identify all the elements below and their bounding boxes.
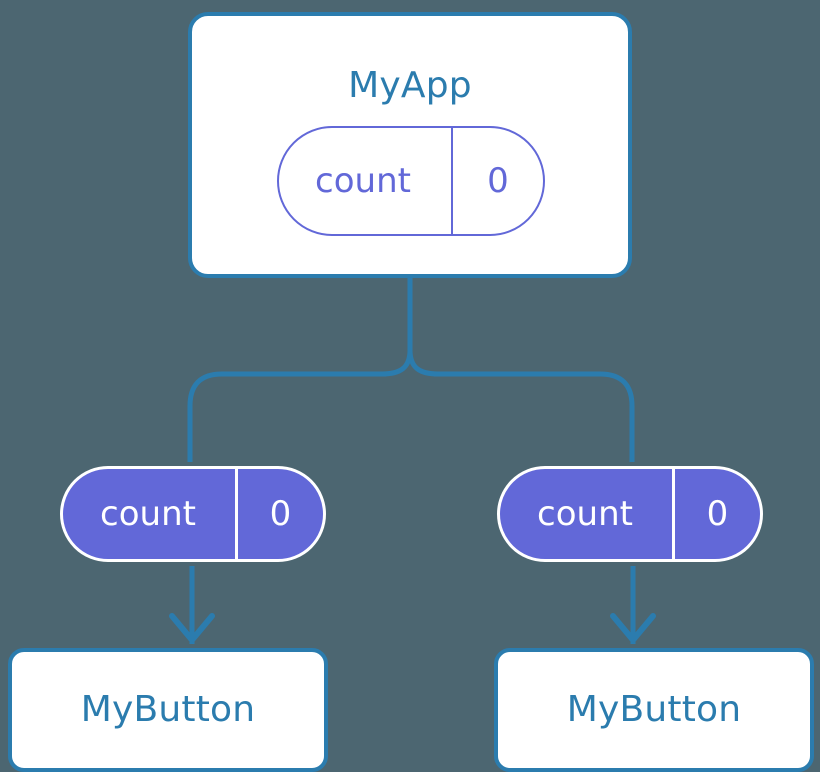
component-box-mybutton-left[interactable]: MyButton	[8, 648, 328, 772]
arrow-head-down-right-icon	[610, 613, 656, 643]
state-key-label: count	[315, 161, 411, 201]
state-pill-root[interactable]: count 0	[277, 126, 545, 236]
connector-branch-right	[407, 349, 635, 462]
connector-branch-left	[187, 349, 413, 462]
state-pill-branch-left[interactable]: count 0	[60, 466, 326, 562]
state-value-label: 0	[451, 128, 543, 234]
state-value-label: 0	[235, 469, 323, 559]
component-title-myapp: MyApp	[348, 65, 472, 106]
state-pill-branch-right[interactable]: count 0	[497, 466, 763, 562]
state-value-label: 0	[672, 469, 760, 559]
state-key-label: count	[537, 494, 633, 534]
arrow-head-down-left-icon	[169, 613, 215, 643]
component-title-mybutton: MyButton	[80, 689, 256, 730]
state-key-label: count	[100, 494, 196, 534]
component-title-mybutton: MyButton	[566, 689, 742, 730]
component-box-mybutton-right[interactable]: MyButton	[494, 648, 814, 772]
